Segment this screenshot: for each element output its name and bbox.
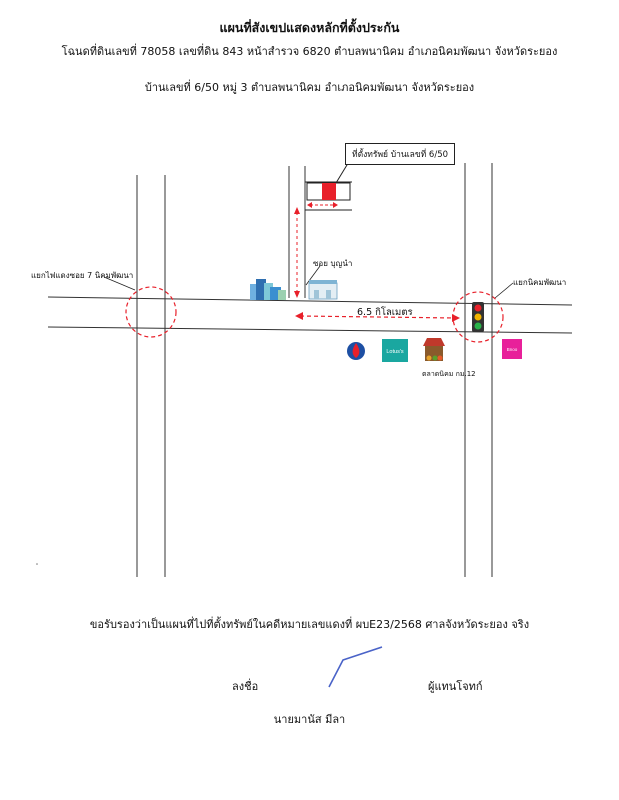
market-stall-icon xyxy=(423,338,445,361)
market-label: ตลาดนิคม กม.12 xyxy=(422,370,476,378)
deed-info: โฉนดที่ดินเลขที่ 78058 เลขที่ดิน 843 หน้… xyxy=(61,45,558,58)
property-marker xyxy=(322,183,336,200)
store-logo xyxy=(502,339,522,359)
property-label: ที่ตั้งทรัพย์ บ้านเลขที่ 6/50 xyxy=(345,143,456,165)
traffic-light-icon xyxy=(472,302,484,332)
map-title: แผนที่สังเขปแสดงหลักที่ตั้งประกัน xyxy=(219,20,400,35)
store-logo-text: Bnoo xyxy=(507,347,518,352)
signer-name: นายมานัส มีลา xyxy=(273,713,346,726)
distance-arrow xyxy=(299,315,456,319)
signature-scribble xyxy=(328,646,383,688)
lotus-logo xyxy=(382,339,408,362)
distance-label: 6.5 กิโลเมตร xyxy=(357,307,413,318)
certification-text: ขอรับรองว่าเป็นแผนที่ไปที่ตั้งทรัพย์ในคด… xyxy=(89,618,530,631)
address-info: บ้านเลขที่ 6/50 หมู่ 3 ตำบลพนานิคม อำเภอ… xyxy=(144,81,475,94)
gas-station-icon xyxy=(347,342,365,360)
main-road-edge xyxy=(47,326,573,334)
right-junction-label: แยกนิคมพัฒนา xyxy=(513,278,567,287)
left-junction-circle xyxy=(125,286,177,338)
sign-label: ลงชื่อ xyxy=(232,680,259,693)
soi-label: ซอย บุญนำ xyxy=(313,259,353,268)
soi-shop-icon xyxy=(308,280,338,300)
buildings-icon xyxy=(250,279,286,300)
left-junction-label: แยกไฟแดงซอย 7 นิคมพัฒนา xyxy=(31,271,134,280)
main-road-edge xyxy=(47,296,573,306)
lotus-logo-text: Lotus's xyxy=(386,349,404,355)
right-junction-circle xyxy=(452,291,504,343)
signer-role: ผู้แทนโจทก์ xyxy=(428,680,483,693)
